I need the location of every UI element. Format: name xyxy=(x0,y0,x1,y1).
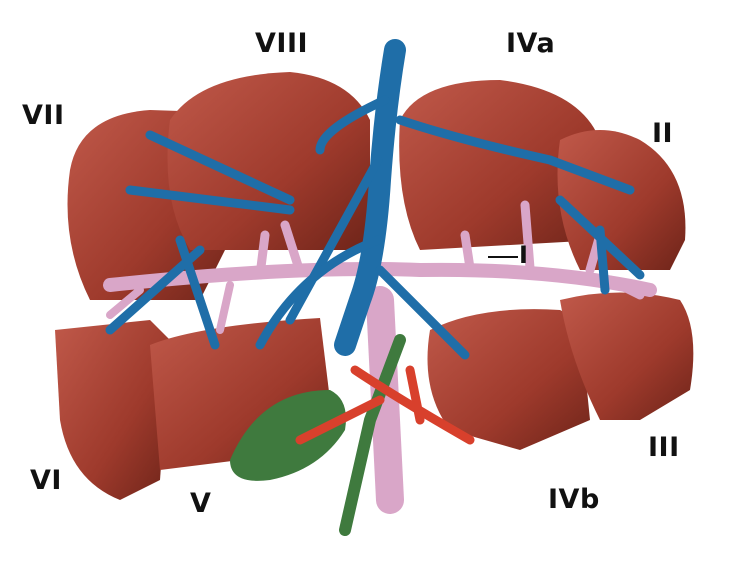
label-segment-iii: III xyxy=(648,432,680,463)
label-segment-i: I xyxy=(519,241,529,269)
label-segment-ii: II xyxy=(652,118,674,149)
segment-ii xyxy=(557,130,686,270)
portal-vein xyxy=(103,200,657,514)
hepatic-artery xyxy=(295,365,475,445)
segment-iva xyxy=(399,80,600,250)
label-segment-viii: VIII xyxy=(255,28,309,59)
hepatic-veins xyxy=(105,39,645,360)
segment-vi xyxy=(55,320,170,500)
label-segment-iva: IVa xyxy=(506,28,556,59)
label-segment-vi: VI xyxy=(30,465,62,496)
label-segment-v: V xyxy=(190,488,212,519)
label-segment-ivb: IVb xyxy=(548,484,600,515)
segment-ivb xyxy=(427,309,590,450)
gallbladder xyxy=(230,390,346,481)
bile-duct xyxy=(339,334,406,536)
segment-iii xyxy=(560,292,694,420)
label-segment-vii: VII xyxy=(22,100,65,131)
